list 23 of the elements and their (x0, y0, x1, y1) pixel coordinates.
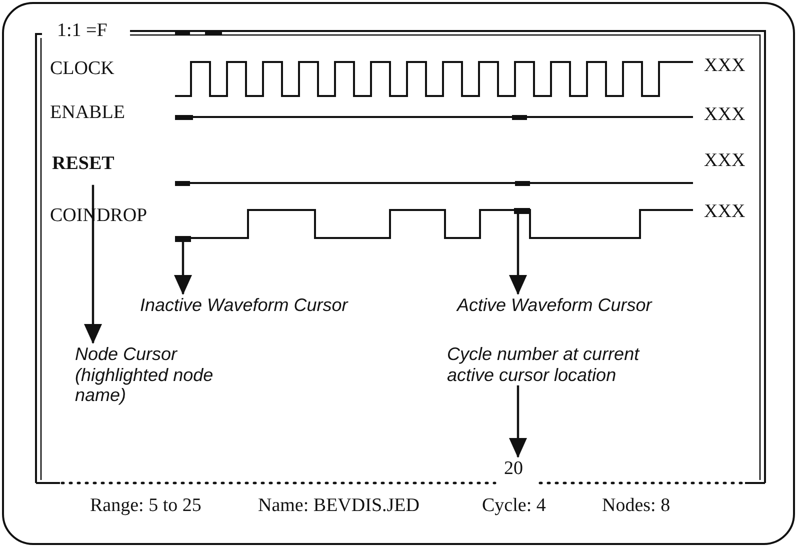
status-text: Nodes: 8 (602, 495, 670, 517)
status-text: Range: 5 to 25 (90, 495, 202, 517)
value-text: XXX (704, 55, 746, 77)
window-title: 1:1 =F (57, 20, 108, 42)
value-text: XXX (704, 104, 746, 126)
annotation-text: Active Waveform Cursor (457, 295, 652, 316)
arrow (84, 184, 102, 344)
inactive-cursor-mark (175, 236, 191, 242)
value-text: XXX (704, 150, 746, 172)
value-text: XXX (704, 201, 746, 223)
annotation-text: Inactive Waveform Cursor (140, 295, 348, 316)
cycle-number: 20 (504, 458, 523, 480)
arrow (509, 214, 527, 295)
annotation-text: Cycle number at current active cursor location (447, 344, 682, 386)
status-text: Cycle: 4 (482, 495, 546, 517)
active-cursor-mark (514, 208, 530, 214)
node-name: CLOCK (50, 58, 114, 80)
status-text: Name: BEVDIS.JED (258, 495, 420, 517)
arrow (174, 242, 192, 295)
arrow (509, 385, 527, 458)
node-name: RESET (52, 153, 114, 175)
annotation-text: Node Cursor (highlighted node name) (75, 344, 255, 406)
node-name: ENABLE (50, 102, 125, 124)
